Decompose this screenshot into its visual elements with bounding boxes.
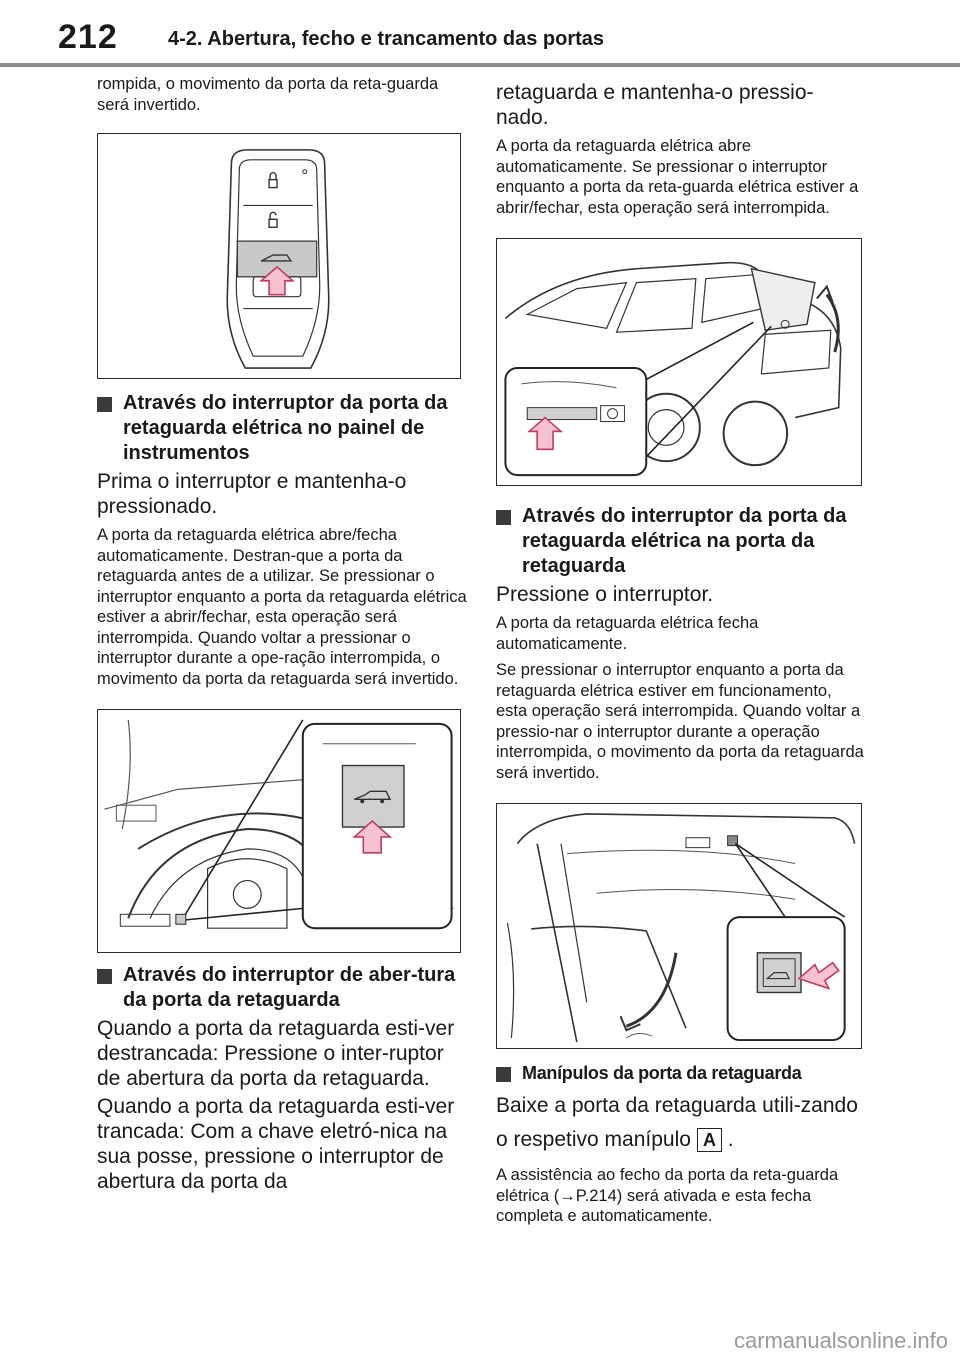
instruction-dashboard-switch: Prima o interruptor e mantenha-o pressio… bbox=[97, 470, 407, 518]
body-dashboard-switch: A porta da retaguarda elétrica abre/fech… bbox=[97, 526, 467, 688]
tailgate-interior-figure bbox=[496, 803, 862, 1049]
open-tailgate-illustration bbox=[506, 813, 856, 1043]
header-rule bbox=[0, 63, 960, 67]
body-tailgate-switch-2: Se pressionar o interruptor enquanto a p… bbox=[496, 661, 864, 782]
left-column: rompida, o movimento da porta da reta-gu… bbox=[97, 74, 467, 1194]
intro-text: rompida, o movimento da porta da reta-gu… bbox=[97, 75, 439, 114]
bullet-square-icon bbox=[97, 397, 112, 412]
instruction-handles: Baixe a porta da retaguarda utili-zando … bbox=[496, 1094, 858, 1153]
instruction-continued: retaguarda e mantenha-o pressio-nado. bbox=[496, 81, 814, 129]
dashboard-illustration bbox=[104, 719, 454, 930]
bullet-square-icon bbox=[97, 969, 112, 984]
tailgate-exterior-figure bbox=[496, 238, 862, 486]
right-column: retaguarda e mantenha-o pressio-nado. A … bbox=[496, 80, 866, 1227]
body-continued: A porta da retaguarda elétrica abre auto… bbox=[496, 137, 859, 217]
key-fob-illustration bbox=[226, 149, 330, 369]
page-header: 212 4-2. Abertura, fecho e trancamento d… bbox=[0, 0, 960, 70]
bullet-square-icon bbox=[496, 510, 511, 525]
dashboard-switch-figure bbox=[97, 709, 461, 953]
page-number: 212 bbox=[58, 18, 118, 56]
instruction-locked: Quando a porta da retaguarda esti-ver tr… bbox=[97, 1095, 455, 1193]
bullet-square-icon bbox=[496, 1067, 511, 1082]
instruction-tailgate-switch: Pressione o interruptor. bbox=[496, 583, 714, 606]
instruction-unlocked: Quando a porta da retaguarda esti-ver de… bbox=[97, 1017, 455, 1090]
body-handles: A assistência ao fecho da porta da reta-… bbox=[496, 1166, 839, 1225]
section-heading-dashboard-switch: Através do interruptor da porta da retag… bbox=[97, 391, 467, 466]
chapter-title: 4-2. Abertura, fecho e trancamento das p… bbox=[168, 28, 605, 50]
section-heading-handles: Manípulos da porta da retaguarda bbox=[496, 1061, 866, 1086]
body-tailgate-switch-1: A porta da retaguarda elétrica fecha aut… bbox=[496, 614, 759, 653]
key-fob-figure bbox=[97, 133, 461, 379]
watermark-text: carmanualsonline.info bbox=[733, 1328, 948, 1353]
car-rear-illustration bbox=[504, 261, 842, 477]
section-heading-tailgate-switch: Através do interruptor da porta da retag… bbox=[496, 504, 866, 579]
label-a-badge: A bbox=[696, 1128, 722, 1153]
section-heading-opener-switch: Através do interruptor de aber-tura da p… bbox=[97, 963, 467, 1013]
